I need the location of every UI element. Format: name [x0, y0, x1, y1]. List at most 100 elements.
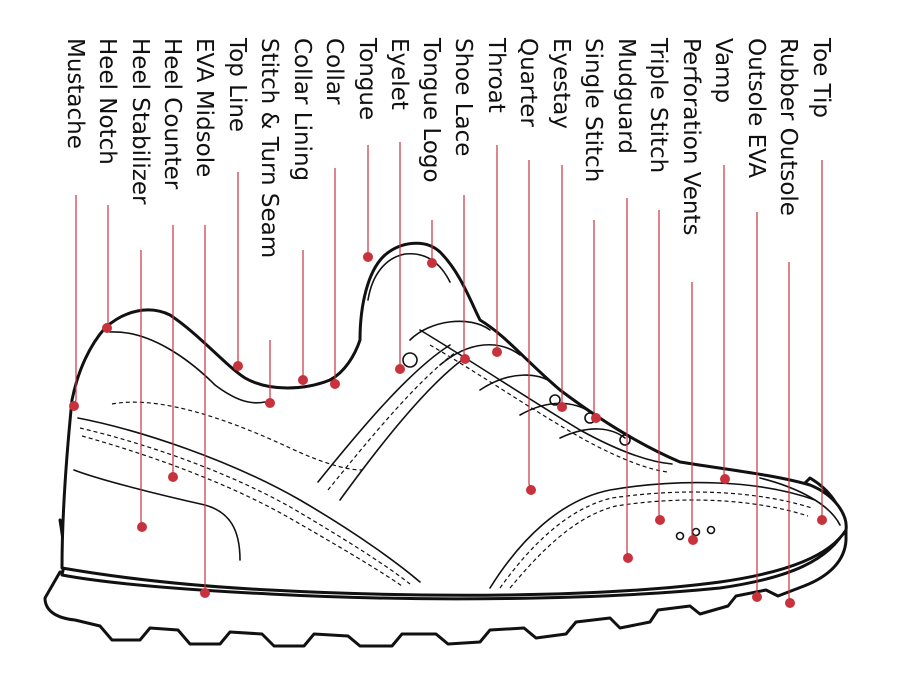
marker-dot-outsole-eva — [752, 592, 762, 602]
marker-dot-mudguard — [623, 553, 633, 563]
leader-line-single-stitch — [593, 220, 597, 419]
lace-shape-1 — [409, 320, 491, 341]
upper-shape — [60, 241, 848, 597]
marker-dot-tongue — [363, 252, 373, 262]
marker-dot-toe-tip — [817, 515, 827, 525]
marker-dot-stitch-and-turn-seam — [265, 398, 275, 408]
callout-eyelet: Eyelet — [386, 38, 412, 374]
callout-rubber-outsole: Rubber Outsole — [775, 38, 801, 608]
callout-toe-tip: Toe Tip — [808, 37, 834, 525]
marker-dot-triple-stitch — [655, 515, 665, 525]
callout-heel-counter: Heel Counter — [159, 38, 185, 482]
mudguard-stitch — [499, 491, 813, 589]
sneaker-illustration — [43, 241, 848, 648]
mudguard-shape — [489, 481, 816, 589]
marker-dot-heel-notch — [102, 323, 112, 333]
label-shoe-lace: Shoe Lace — [450, 38, 476, 156]
callout-vamp: Vamp — [710, 38, 736, 484]
mudguard-stitch-2 — [509, 499, 809, 589]
marker-dot-perforation-vents — [688, 535, 698, 545]
callout-heel-stabilizer: Heel Stabilizer — [127, 38, 153, 532]
eyestay-stitch — [429, 344, 669, 473]
lace-shape-5 — [559, 428, 626, 439]
label-rubber-outsole: Rubber Outsole — [775, 38, 801, 216]
marker-dot-eyestay — [557, 402, 567, 412]
marker-dot-tongue-logo — [427, 258, 437, 268]
label-eyelet: Eyelet — [386, 38, 412, 110]
eyelet-ring-4 — [619, 434, 631, 446]
collar-lining-shape — [109, 331, 266, 404]
quarter-stripe-1 — [317, 344, 451, 483]
marker-dot-mustache — [69, 401, 79, 411]
leader-line-vamp — [723, 165, 726, 480]
callout-stitch-and-turn-seam: Stitch & Turn Seam — [256, 38, 282, 408]
marker-dot-rubber-outsole — [785, 598, 795, 608]
leader-line-heel-notch — [106, 205, 109, 329]
label-tongue-logo: Tongue Logo — [418, 37, 444, 183]
marker-dot-vamp — [720, 474, 730, 484]
label-collar: Collar — [321, 38, 347, 105]
callout-quarter: Quarter — [515, 38, 541, 495]
callout-eva-midsole: EVA Midsole — [191, 38, 217, 598]
label-mudguard: Mudguard — [613, 38, 639, 154]
heel-stabilizer-shape — [73, 469, 241, 561]
label-heel-stabilizer: Heel Stabilizer — [127, 38, 153, 205]
lace-shape-3 — [479, 374, 556, 391]
leader-line-mustache — [73, 195, 77, 407]
quarter-stripe-2 — [339, 359, 463, 501]
callout-eyestay: Eyestay — [548, 38, 574, 412]
marker-dot-heel-stabilizer — [137, 522, 147, 532]
eyelet-ring-2 — [549, 394, 561, 406]
callout-collar: Collar — [321, 38, 347, 389]
callout-throat: Throat — [483, 37, 509, 357]
toe-cap-shape — [759, 477, 841, 526]
callout-heel-notch: Heel Notch — [94, 38, 120, 333]
callout-mudguard: Mudguard — [613, 38, 639, 563]
callout-single-stitch: Single Stitch — [580, 38, 606, 423]
label-stitch-and-turn-seam: Stitch & Turn Seam — [256, 38, 282, 258]
marker-dot-eyelet — [395, 364, 405, 374]
label-perforation-vents: Perforation Vents — [678, 38, 704, 235]
label-top-line: Top Line — [224, 37, 250, 132]
label-eyestay: Eyestay — [548, 38, 574, 129]
marker-dot-quarter — [526, 485, 536, 495]
callout-tongue-logo: Tongue Logo — [418, 37, 444, 268]
marker-dot-collar-lining — [298, 375, 308, 385]
callout-shoe-lace: Shoe Lace — [450, 38, 476, 364]
marker-dot-shoe-lace — [460, 354, 470, 364]
marker-dot-top-line — [233, 361, 243, 371]
callout-outsole-eva: Outsole EVA — [743, 38, 769, 602]
heel-counter-stitch-2 — [81, 435, 403, 587]
eyestay-shape — [419, 329, 673, 465]
label-tongue: Tongue — [354, 37, 380, 120]
perforation-hole-3 — [706, 525, 716, 535]
heel-counter-shape — [77, 417, 421, 583]
label-triple-stitch: Triple Stitch — [645, 37, 671, 173]
callout-collar-lining: Collar Lining — [289, 38, 315, 385]
label-eva-midsole: EVA Midsole — [191, 38, 217, 177]
marker-dot-heel-counter — [168, 472, 178, 482]
tongue-shape — [367, 253, 451, 301]
label-toe-tip: Toe Tip — [808, 37, 834, 118]
callout-mustache: Mustache — [62, 38, 88, 411]
label-vamp: Vamp — [710, 38, 736, 103]
label-heel-notch: Heel Notch — [94, 38, 120, 165]
label-heel-counter: Heel Counter — [159, 38, 185, 190]
heel-counter-stitch — [79, 427, 411, 585]
label-single-stitch: Single Stitch — [580, 38, 606, 182]
label-mustache: Mustache — [62, 38, 88, 149]
callout-triple-stitch: Triple Stitch — [645, 37, 671, 525]
callout-top-line: Top Line — [224, 37, 250, 371]
label-quarter: Quarter — [515, 38, 541, 127]
label-collar-lining: Collar Lining — [289, 38, 315, 181]
marker-dot-throat — [492, 347, 502, 357]
callout-perforation-vents: Perforation Vents — [678, 38, 704, 545]
lace-shape-2 — [439, 344, 521, 366]
label-outsole-eva: Outsole EVA — [743, 38, 769, 178]
marker-dot-single-stitch — [591, 413, 601, 423]
marker-dot-eva-midsole — [200, 588, 210, 598]
marker-dot-collar — [330, 379, 340, 389]
collar-stitch — [111, 401, 363, 471]
